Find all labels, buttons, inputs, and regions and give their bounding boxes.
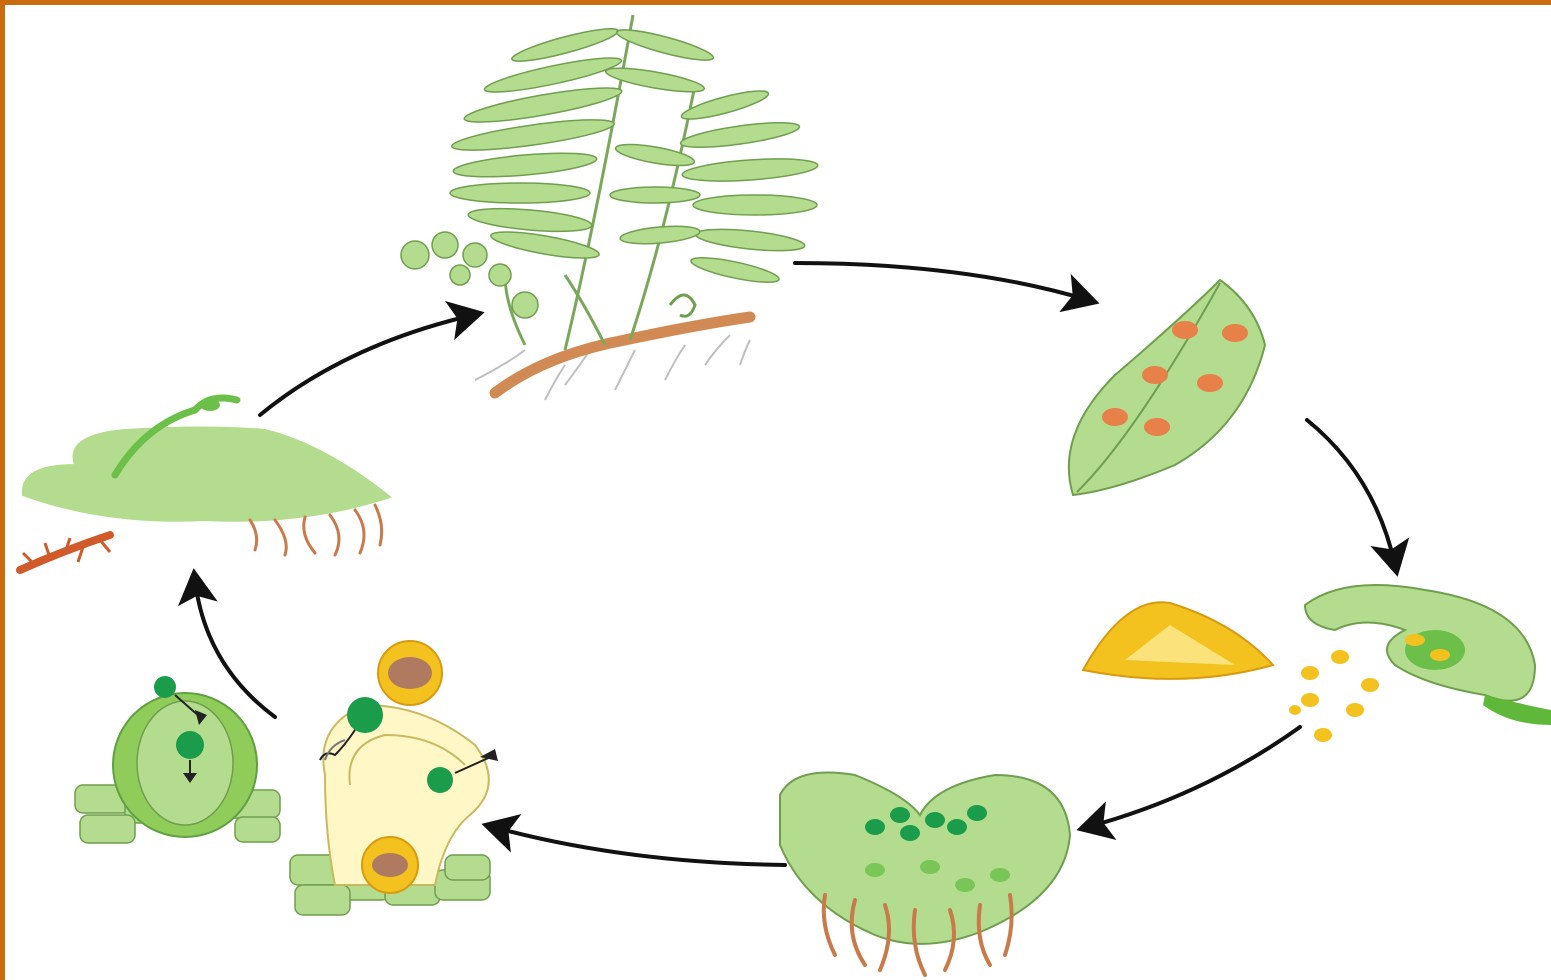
arrow-sporophyte-to-leaf — [795, 263, 1088, 300]
leaf-with-sori-icon — [1069, 280, 1265, 495]
diagram-canvas — [5, 5, 1551, 980]
arrow-young-sporophyte-to-fern — [260, 315, 473, 415]
arrow-spores-to-prothallus — [1088, 727, 1300, 827]
gametangia-icon — [75, 641, 498, 915]
fern-sporophyte-icon — [401, 15, 819, 400]
sporangium-icon — [1083, 585, 1551, 742]
prothallus-icon — [780, 773, 1070, 976]
young-sporophyte-icon — [20, 398, 390, 570]
arrow-leaf-to-sporangium — [1307, 420, 1395, 565]
arrow-prothallus-to-gametangia — [493, 827, 785, 865]
